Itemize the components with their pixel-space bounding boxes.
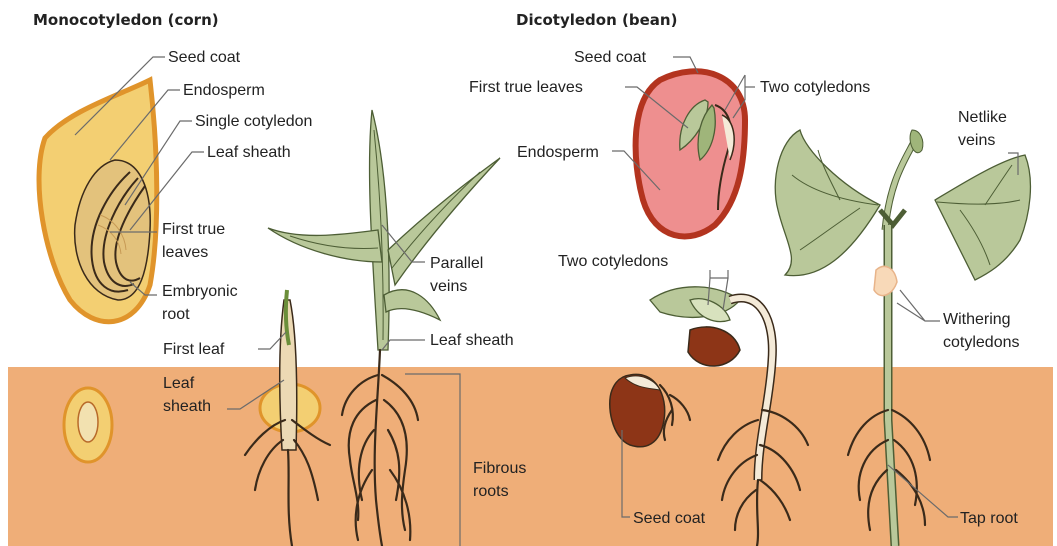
label-seed-coat-bean-top: Seed coat: [574, 49, 647, 66]
monocot-title: Monocotyledon (corn): [33, 11, 219, 29]
label-embryonic-root-line1: Embryonic: [162, 283, 238, 300]
label-leaf-sheath-seed: Leaf sheath: [207, 144, 291, 161]
dicot-title: Dicotyledon (bean): [516, 11, 677, 29]
label-first-true-leaves-line1: First true: [162, 221, 225, 238]
label-single-cotyledon: Single cotyledon: [195, 113, 312, 130]
bean-seed: [636, 71, 745, 236]
label-first-true-leaves-bean: First true leaves: [469, 79, 583, 96]
label-seed-coat-bean-bottom: Seed coat: [633, 510, 706, 527]
label-first-leaf: First leaf: [163, 341, 225, 358]
label-fibrous-roots-line2: roots: [473, 483, 509, 500]
corn-kernel: [39, 80, 157, 322]
label-endosperm-bean: Endosperm: [517, 144, 599, 161]
label-leaf-sheath-plant: Leaf sheath: [430, 332, 514, 349]
label-leaf-sheath-soil-line1: Leaf: [163, 375, 195, 392]
label-endosperm-corn: Endosperm: [183, 82, 265, 99]
label-embryonic-root-line2: root: [162, 306, 190, 323]
label-withering-cotyledons-line2: cotyledons: [943, 334, 1020, 351]
label-two-cotyledons-top: Two cotyledons: [760, 79, 870, 96]
label-seed-coat-corn: Seed coat: [168, 49, 241, 66]
label-parallel-veins-line1: Parallel: [430, 255, 483, 272]
label-netlike-veins-line2: veins: [958, 132, 995, 149]
label-parallel-veins-line2: veins: [430, 278, 467, 295]
label-withering-cotyledons-line1: Withering: [943, 311, 1011, 328]
label-netlike-veins-line1: Netlike: [958, 109, 1007, 126]
label-tap-root: Tap root: [960, 510, 1018, 527]
label-fibrous-roots-line1: Fibrous: [473, 460, 526, 477]
corn-kernel-small: [64, 388, 112, 462]
label-leaf-sheath-soil-line2: sheath: [163, 398, 211, 415]
label-first-true-leaves-line2: leaves: [162, 244, 208, 261]
label-two-cotyledons-mid: Two cotyledons: [558, 253, 668, 270]
